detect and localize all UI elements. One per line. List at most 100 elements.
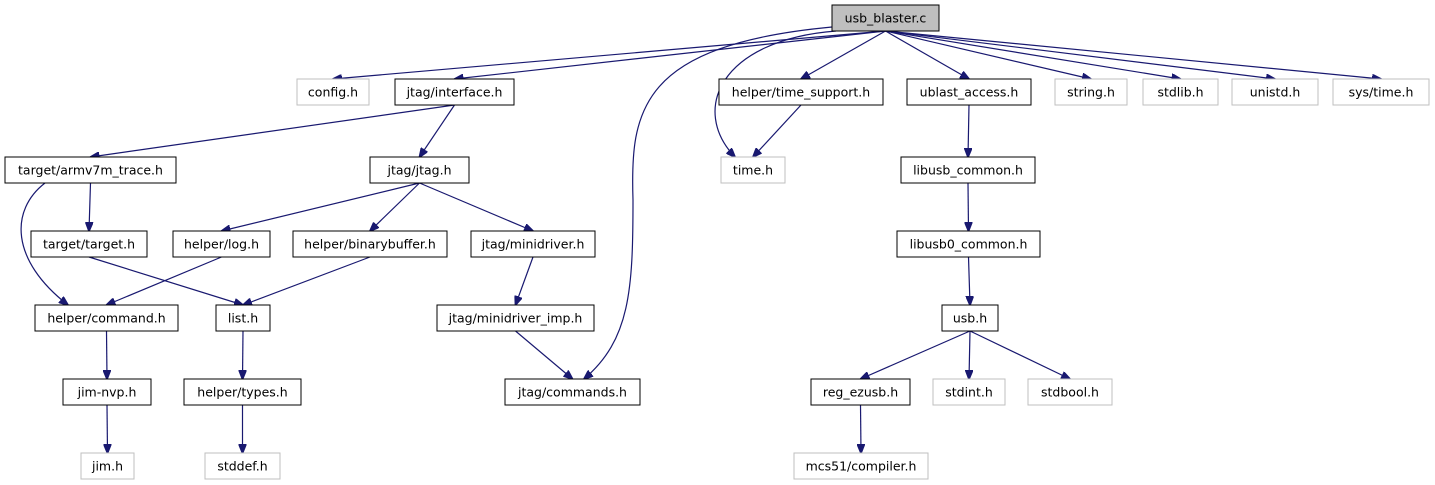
node-label: list.h — [228, 311, 258, 326]
node-time_support[interactable]: helper/time_support.h — [718, 78, 884, 106]
edges-layer — [20, 26, 1382, 453]
node-label: jtag/minidriver.h — [481, 237, 585, 252]
edge-minidriver-to-minidriver_imp — [516, 256, 534, 305]
node-label: usb.h — [953, 311, 987, 326]
node-label: time.h — [733, 163, 773, 178]
node-box — [215, 304, 271, 332]
node-libusb0_common[interactable]: libusb0_common.h — [896, 230, 1041, 258]
edge-usb_blaster-to-time_support — [801, 30, 886, 79]
node-box — [204, 452, 281, 480]
node-helper_command[interactable]: helper/command.h — [34, 304, 179, 332]
edge-usb_blaster-to-unistd — [885, 30, 1276, 79]
node-box — [718, 78, 884, 106]
node-label: helper/time_support.h — [732, 85, 870, 100]
node-box — [296, 78, 370, 106]
node-box — [172, 230, 271, 258]
edge-usb_blaster-to-stdlib — [885, 30, 1181, 79]
edge-usb-to-stdint — [969, 330, 970, 379]
edge-usb_blaster-to-ublast_access — [885, 30, 970, 79]
node-label: helper/binarybuffer.h — [304, 237, 436, 252]
node-label: stddef.h — [217, 459, 267, 474]
node-label: jim-nvp.h — [77, 385, 137, 400]
node-helper_types[interactable]: helper/types.h — [183, 378, 302, 406]
node-list[interactable]: list.h — [215, 304, 271, 332]
node-reg_ezusb[interactable]: reg_ezusb.h — [810, 378, 911, 406]
edge-jtag_jtag-to-helper_log — [222, 182, 420, 231]
node-box — [436, 304, 595, 332]
edge-jtag_jtag-to-binarybuffer — [370, 182, 420, 231]
node-box — [793, 452, 929, 480]
node-box — [80, 452, 135, 480]
edge-armv7m_trace-to-target_target — [89, 182, 91, 231]
edge-usb_blaster-to-jtag_interface — [455, 30, 886, 79]
node-label: jtag/commands.h — [517, 385, 627, 400]
node-label: unistd.h — [1250, 85, 1301, 100]
node-box — [292, 230, 448, 258]
node-box — [62, 378, 152, 406]
node-label: jtag/jtag.h — [386, 163, 451, 178]
node-label: jtag/interface.h — [406, 85, 503, 100]
node-helper_log[interactable]: helper/log.h — [172, 230, 271, 258]
edge-helper_command-to-jim_nvp — [107, 330, 108, 379]
node-stddef: stddef.h — [204, 452, 281, 480]
edge-helper_log-to-helper_command — [107, 256, 222, 305]
node-armv7m_trace[interactable]: target/armv7m_trace.h — [4, 156, 177, 184]
edge-usb_blaster-to-jtag_commands — [584, 26, 833, 379]
node-jtag_jtag[interactable]: jtag/jtag.h — [369, 156, 470, 184]
node-minidriver[interactable]: jtag/minidriver.h — [470, 230, 596, 258]
edge-usb_blaster-to-sys_time — [885, 30, 1382, 79]
node-minidriver_imp[interactable]: jtag/minidriver_imp.h — [436, 304, 595, 332]
node-label: stdbool.h — [1041, 385, 1099, 400]
node-string: string.h — [1054, 78, 1128, 106]
node-box — [896, 230, 1041, 258]
node-ublast_access[interactable]: ublast_access.h — [906, 78, 1032, 106]
node-box — [1054, 78, 1128, 106]
edge-target_target-to-list — [88, 256, 243, 305]
edge-time_support-to-time — [753, 104, 802, 157]
node-box — [470, 230, 596, 258]
edge-reg_ezusb-to-mcs51_compiler — [861, 404, 862, 453]
node-box — [941, 304, 999, 332]
edge-usb_blaster-to-config — [333, 30, 886, 79]
node-label: string.h — [1067, 85, 1115, 100]
node-stdbool: stdbool.h — [1027, 378, 1113, 406]
node-binarybuffer[interactable]: helper/binarybuffer.h — [292, 230, 448, 258]
edge-list-to-helper_types — [243, 330, 244, 379]
node-box — [369, 156, 470, 184]
edge-minidriver_imp-to-jtag_commands — [515, 330, 573, 379]
node-jim_nvp[interactable]: jim-nvp.h — [62, 378, 152, 406]
node-libusb_common[interactable]: libusb_common.h — [900, 156, 1036, 184]
node-label: target/target.h — [43, 237, 135, 252]
node-box — [34, 304, 179, 332]
node-label: libusb_common.h — [913, 163, 1023, 178]
node-label: stdint.h — [945, 385, 993, 400]
edge-armv7m_trace-to-helper_command — [20, 182, 68, 305]
node-box — [932, 378, 1006, 406]
node-label: helper/log.h — [184, 237, 259, 252]
node-label: reg_ezusb.h — [823, 385, 898, 400]
node-label: mcs51/compiler.h — [806, 459, 917, 474]
edge-usb-to-stdbool — [969, 330, 1070, 379]
node-usb[interactable]: usb.h — [941, 304, 999, 332]
node-label: helper/command.h — [47, 311, 165, 326]
edge-jtag_interface-to-jtag_jtag — [420, 104, 455, 157]
node-box — [394, 78, 515, 106]
node-target_target[interactable]: target/target.h — [30, 230, 148, 258]
node-box — [30, 230, 148, 258]
node-usb_blaster[interactable]: usb_blaster.c — [831, 4, 940, 32]
edge-libusb0_common-to-usb — [969, 256, 971, 305]
node-box — [1027, 378, 1113, 406]
edge-ublast_access-to-libusb_common — [968, 104, 969, 157]
node-box — [4, 156, 177, 184]
node-jtag_interface[interactable]: jtag/interface.h — [394, 78, 515, 106]
node-jtag_commands[interactable]: jtag/commands.h — [504, 378, 641, 406]
node-stdlib: stdlib.h — [1142, 78, 1219, 106]
node-label: sys/time.h — [1349, 85, 1414, 100]
node-label: stdlib.h — [1157, 85, 1203, 100]
edge-binarybuffer-to-list — [243, 256, 371, 305]
node-label: jim.h — [91, 459, 123, 474]
edge-jtag_interface-to-armv7m_trace — [91, 104, 455, 157]
node-box — [1142, 78, 1219, 106]
